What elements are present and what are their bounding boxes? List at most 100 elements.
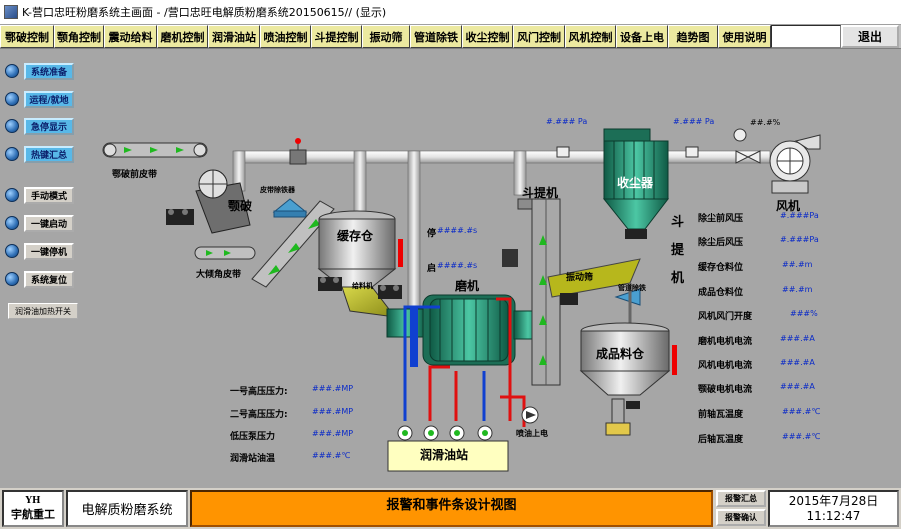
- pipe-down-elevator: [513, 150, 527, 196]
- sidebar-row-emergency-stop: 急停显示: [5, 116, 74, 136]
- menu-bucket-elevator-control[interactable]: 斗提控制: [311, 25, 362, 48]
- bucket-elevator-vertical-label: 斗提机: [671, 215, 685, 286]
- sidebar-row-system-prepare: 系统准备: [5, 61, 74, 81]
- inclined-belt: [251, 200, 335, 288]
- alarm-event-title: 报警和事件条设计视图: [386, 498, 517, 513]
- menu-bar: 鄂破控制 颚角控制 震动给料 磨机控制 润滑油站 喷油控制 斗提控制 振动筛 管…: [0, 25, 901, 48]
- sidebar-row-manual-mode: 手动模式: [5, 185, 74, 205]
- stop-label: 停: [427, 229, 437, 239]
- hp2-pressure-label: 二号高压压力:: [230, 410, 288, 420]
- jaw-crusher-belt: [102, 142, 208, 158]
- menu-user-guide[interactable]: 使用说明: [718, 25, 771, 48]
- menu-blank-field: [771, 25, 841, 48]
- front-bearing-temp-label: 前轴瓦温度: [698, 410, 744, 420]
- menu-spray-oil-control[interactable]: 喷油控制: [260, 25, 311, 48]
- mill-motor-current-label: 磨机电机电流: [698, 337, 753, 347]
- menu-damper-control[interactable]: 风门控制: [513, 25, 565, 48]
- outlet-pressure-readout: #.### Pa: [673, 117, 715, 126]
- status-indicator-icon: [5, 64, 19, 78]
- menu-trend-chart[interactable]: 趋势图: [668, 25, 718, 48]
- buffer-bin: [317, 210, 403, 318]
- sidebar-row-one-key-start: 一键启动: [5, 213, 74, 233]
- start-label: 启: [427, 264, 437, 274]
- menu-equipment-power[interactable]: 设备上电: [616, 25, 668, 48]
- lp-pump-pressure-value: ###.#MP: [312, 429, 354, 438]
- vibrating-screen: [547, 258, 641, 327]
- alarm-summary-button[interactable]: 报警汇总: [716, 490, 766, 507]
- post-dust-pressure-label: 除尘后风压: [698, 238, 744, 248]
- status-indicator-icon: [5, 119, 19, 133]
- exit-button[interactable]: 退出: [841, 25, 899, 48]
- logo-mark: YH: [25, 495, 41, 506]
- date-time-display: 2015年7月28日 11:12:47: [768, 490, 899, 527]
- fan-motor-current-label: 风机电机电流: [698, 361, 753, 371]
- menu-pipe-iron-removal[interactable]: 管道除铁: [410, 25, 462, 48]
- footer-bar: YH 宇航重工 电解质粉磨系统 报警和事件条设计视图 报警汇总 报警确认 201…: [0, 488, 901, 529]
- status-indicator-icon: [5, 188, 19, 202]
- fan-label: 风机: [776, 199, 801, 213]
- hp1-pressure-label: 一号高压压力:: [230, 387, 288, 397]
- process-view: 系统准备 运程/就地 急停显示 热键汇总 手动模式 一键启动 一键停机 系统复位…: [0, 48, 901, 488]
- menu-jaw-crusher-control[interactable]: 鄂破控制: [0, 25, 54, 48]
- sidebar-row-one-key-stop: 一键停机: [5, 241, 74, 261]
- bucket-elevator: [502, 198, 561, 386]
- buffer-bin-label: 缓存仓: [337, 229, 374, 243]
- menu-vibratory-feeder[interactable]: 震动给料: [104, 25, 157, 48]
- emergency-stop-display-button[interactable]: 急停显示: [24, 117, 74, 135]
- post-dust-pressure-value: #.###Pa: [780, 235, 819, 244]
- lube-heater-switch-button[interactable]: 润滑油加热开关: [8, 303, 78, 319]
- ball-mill: [386, 294, 543, 367]
- one-key-stop-button[interactable]: 一键停机: [24, 242, 74, 260]
- menu-mill-control[interactable]: 磨机控制: [157, 25, 208, 48]
- pipe-iron-label: 管道除铁: [618, 284, 646, 292]
- system-reset-button[interactable]: 系统复位: [24, 270, 74, 288]
- front-bearing-temp-value: ###.#℃: [782, 407, 821, 416]
- title-bar: K-营口忠旺粉磨系统主画面 - /营口忠旺电解质粉磨系统20150615// (…: [0, 0, 901, 25]
- pipe-down-mid: [407, 150, 421, 312]
- buffer-level-label: 缓存仓料位: [698, 263, 744, 273]
- lube-lines: [403, 297, 526, 427]
- rear-bearing-temp-value: ###.#℃: [782, 432, 821, 441]
- product-level-value: ##.#m: [782, 285, 813, 294]
- hotkey-summary-button[interactable]: 热键汇总: [24, 145, 74, 163]
- sidebar-row-hotkeys: 热键汇总: [5, 144, 74, 164]
- feeder-label: 给料机: [352, 282, 373, 290]
- valves: [289, 128, 761, 165]
- fan-damper-opening-value: ###%: [790, 309, 818, 318]
- mill-motor-current-value: ###.#A: [780, 334, 815, 343]
- remote-local-button[interactable]: 运程/就地: [24, 90, 74, 108]
- manual-mode-button[interactable]: 手动模式: [24, 186, 74, 204]
- one-key-start-button[interactable]: 一键启动: [24, 214, 74, 232]
- menu-dust-control[interactable]: 收尘控制: [462, 25, 513, 48]
- inlet-pressure-readout: #.### Pa: [546, 117, 588, 126]
- pre-dust-pressure-value: #.###Pa: [780, 211, 819, 220]
- sidebar-row-system-reset: 系统复位: [5, 269, 74, 289]
- menu-fan-control[interactable]: 风机控制: [565, 25, 616, 48]
- time-text: 11:12:47: [806, 508, 861, 523]
- alarm-event-bar[interactable]: 报警和事件条设计视图: [190, 490, 713, 527]
- fan-damper-opening-label: 风机风门开度: [698, 312, 753, 322]
- product-level-label: 成品仓料位: [698, 288, 744, 298]
- menu-vibrating-screen[interactable]: 振动筛: [362, 25, 410, 48]
- big-angle-belt: [194, 246, 256, 260]
- jaw-crusher-label: 颚破: [228, 199, 253, 213]
- menu-lube-station[interactable]: 润滑油站: [208, 25, 260, 48]
- jaw-belt-label: 鄂破前皮带: [112, 170, 158, 180]
- spray-oil-power-label: 喷油上电: [516, 429, 548, 438]
- jaw-crusher: [166, 169, 251, 234]
- lube-oil-temp-value: ###.#℃: [312, 451, 351, 460]
- window-title: K-营口忠旺粉磨系统主画面 - /营口忠旺电解质粉磨系统20150615// (…: [22, 6, 387, 19]
- lp-pump-pressure-label: 低压泵压力: [230, 432, 276, 442]
- pre-dust-pressure-label: 除尘前风压: [698, 214, 744, 224]
- app-icon: [4, 5, 18, 19]
- product-bin-label: 成品料仓: [596, 347, 645, 361]
- alarm-confirm-button[interactable]: 报警确认: [716, 509, 766, 526]
- jaw-motor-current-label: 颚破电机电流: [698, 385, 753, 395]
- menu-angle-belt-control[interactable]: 颚角控制: [54, 25, 104, 48]
- stop-time-readout: ####.#s: [437, 226, 478, 235]
- rear-bearing-temp-label: 后轴瓦温度: [698, 435, 744, 445]
- status-indicator-icon: [5, 244, 19, 258]
- system-prepare-button[interactable]: 系统准备: [24, 62, 74, 80]
- status-indicator-icon: [5, 147, 19, 161]
- mill-label: 磨机: [455, 279, 480, 293]
